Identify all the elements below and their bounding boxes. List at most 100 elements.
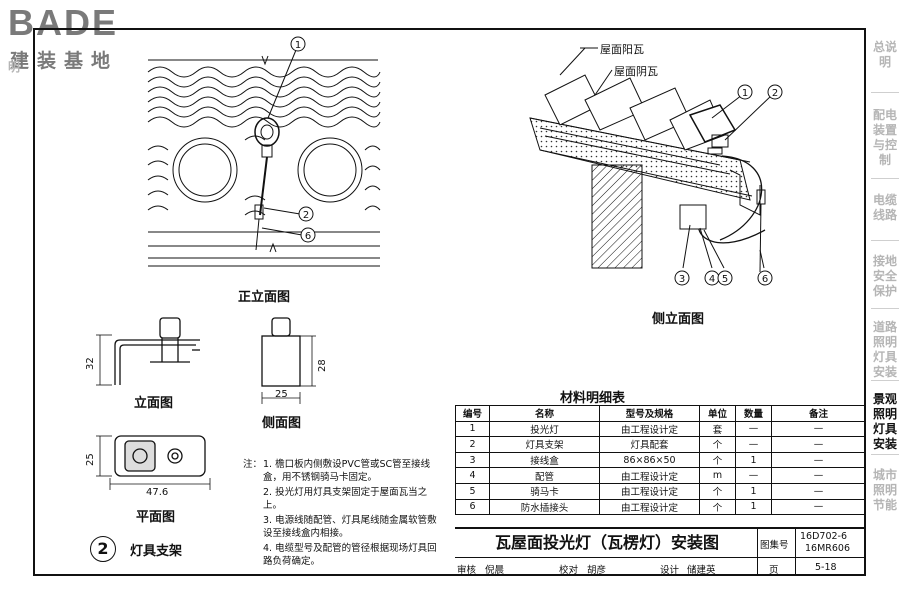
bracket-plan-title: 平面图 bbox=[136, 510, 176, 525]
marker-6-side-text: 6 bbox=[762, 274, 768, 285]
marker-2-side bbox=[767, 84, 783, 100]
marker-3-side-text: 3 bbox=[679, 274, 685, 285]
table-cell: 由工程设计定 bbox=[599, 482, 700, 500]
table-cell: 由工程设计定 bbox=[599, 498, 700, 516]
table-row: 2 灯具支架 灯具配套 个 — — bbox=[455, 436, 866, 453]
marker-5-side-text: 5 bbox=[722, 274, 728, 285]
col-header: 型号及规格 bbox=[599, 405, 700, 422]
table-cell: 1 bbox=[735, 451, 772, 469]
dimension-32: 32 bbox=[85, 357, 96, 370]
sidebar-item-cable[interactable]: 电缆线路 bbox=[872, 193, 897, 222]
marker-2-front bbox=[298, 206, 314, 222]
drawing-title: 瓦屋面投光灯（瓦楞灯）安装图 bbox=[494, 533, 719, 552]
check-label: 校对 bbox=[559, 565, 579, 576]
table-cell: — bbox=[771, 467, 866, 484]
marker-4-side-text: 4 bbox=[709, 274, 715, 285]
table-cell: 个 bbox=[699, 451, 736, 469]
reviewer: 倪晨 bbox=[485, 565, 505, 576]
front-markers bbox=[290, 36, 316, 243]
table-cell: 接线盒 bbox=[489, 451, 600, 469]
side-markers bbox=[674, 84, 783, 286]
sidebar-item-distribution[interactable]: 配电装置与控制 bbox=[872, 108, 897, 167]
sidebar-item-energy-saving[interactable]: 城市照明节能 bbox=[872, 468, 897, 512]
table-cell: 套 bbox=[699, 420, 736, 438]
page-label: 页 bbox=[769, 565, 779, 576]
bracket-side-title: 侧面图 bbox=[262, 416, 302, 431]
chapter-sidebar: 总说明 配电装置与控制 电缆线路 接地安全保护 道路照明灯具安装 景观照明灯具安… bbox=[867, 28, 900, 576]
left-sidebar-fragment: 明 bbox=[7, 60, 20, 74]
table-cell: 灯具配套 bbox=[599, 436, 700, 453]
table-cell: 灯具支架 bbox=[489, 436, 600, 453]
drawing-frame bbox=[33, 28, 866, 576]
bracket-elevation-drawing bbox=[96, 317, 200, 386]
atlas-label: 图集号 bbox=[760, 540, 789, 551]
table-header-row: 编号 名称 型号及规格 单位 数量 备注 bbox=[455, 405, 866, 422]
note-2: 2. 投光灯用灯具支架固定于屋面瓦当之上。 bbox=[263, 487, 428, 511]
marker-1-side-text: 1 bbox=[742, 88, 748, 99]
dimension-28: 28 bbox=[317, 359, 328, 372]
table-cell: 1 bbox=[735, 482, 772, 500]
table-cell: — bbox=[735, 436, 772, 453]
marker-6-side bbox=[757, 270, 773, 286]
designer: 储建英 bbox=[687, 565, 716, 576]
table-cell: — bbox=[735, 467, 772, 484]
side-elevation-drawing bbox=[529, 47, 773, 273]
front-elevation-drawing bbox=[147, 49, 381, 267]
bracket-side-drawing bbox=[261, 317, 316, 404]
checker: 胡彦 bbox=[587, 565, 607, 576]
table-row: 6 防水插接头 由工程设计定 个 1 — bbox=[455, 498, 866, 516]
sidebar-item-grounding[interactable]: 接地安全保护 bbox=[872, 254, 897, 298]
logo-subtitle: 建装基地 bbox=[10, 50, 119, 72]
table-cell: 4 bbox=[455, 467, 490, 484]
marker-2-side-text: 2 bbox=[772, 88, 778, 99]
material-table: 编号 名称 型号及规格 单位 数量 备注 1 投光灯 由工程设计定 套 — — … bbox=[455, 405, 866, 516]
table-cell: — bbox=[735, 420, 772, 438]
table-cell: 个 bbox=[699, 482, 736, 500]
note-4: 4. 电缆型号及配管的管径根据现场灯具回路负荷确定。 bbox=[263, 543, 437, 567]
table-cell: 骑马卡 bbox=[489, 482, 600, 500]
table-cell: 3 bbox=[455, 451, 490, 469]
page-number: 5-18 bbox=[815, 562, 837, 573]
col-header: 数量 bbox=[735, 405, 772, 422]
marker-3-side bbox=[674, 270, 690, 286]
bracket-elevation-title: 立面图 bbox=[134, 396, 174, 411]
table-cell: 5 bbox=[455, 482, 490, 500]
side-elevation-title: 侧立面图 bbox=[652, 312, 705, 327]
note-3: 3. 电源线随配管、灯具尾线随金属软管敷设至接线盒内相接。 bbox=[263, 515, 437, 539]
dimension-25-side: 25 bbox=[275, 389, 288, 400]
table-cell: — bbox=[771, 482, 866, 500]
marker-5-side bbox=[717, 270, 733, 286]
table-cell: 投光灯 bbox=[489, 420, 600, 438]
col-header: 备注 bbox=[771, 405, 866, 422]
table-cell: m bbox=[699, 467, 736, 484]
sidebar-item-landscape-lighting[interactable]: 景观照明灯具安装 bbox=[872, 392, 897, 451]
roof-bottom-tile-label: 屋面阴瓦 bbox=[614, 65, 658, 78]
table-row: 1 投光灯 由工程设计定 套 — — bbox=[455, 420, 866, 438]
detail-label: 灯具支架 bbox=[130, 544, 183, 559]
marker-6-front bbox=[300, 227, 316, 243]
atlas-number-1: 16D702-6 bbox=[800, 531, 848, 542]
table-cell: 1 bbox=[455, 420, 490, 438]
table-cell: — bbox=[771, 451, 866, 469]
notes-title: 注： bbox=[243, 459, 263, 470]
marker-6-front-text: 6 bbox=[305, 231, 311, 242]
marker-1-side bbox=[737, 84, 753, 100]
table-row: 3 接线盒 86×86×50 个 1 — bbox=[455, 451, 866, 469]
table-cell: 配管 bbox=[489, 467, 600, 484]
title-block: 瓦屋面投光灯（瓦楞灯）安装图 图集号 16D702-6 16MR606 审核 倪… bbox=[455, 527, 866, 576]
sidebar-item-road-lighting[interactable]: 道路照明灯具安装 bbox=[872, 320, 897, 379]
sidebar-item-general[interactable]: 总说明 bbox=[872, 40, 897, 69]
dimension-25-plan: 25 bbox=[85, 453, 96, 466]
atlas-number-2: 16MR606 bbox=[805, 543, 851, 554]
design-label: 设计 bbox=[660, 565, 680, 576]
table-cell: — bbox=[771, 420, 866, 438]
table-cell: 1 bbox=[735, 498, 772, 516]
table-cell: 6 bbox=[455, 498, 490, 516]
col-header: 单位 bbox=[699, 405, 736, 422]
review-label: 审核 bbox=[457, 565, 477, 576]
table-cell: 个 bbox=[699, 436, 736, 453]
col-header: 编号 bbox=[455, 405, 490, 422]
dimension-47-6: 47.6 bbox=[146, 487, 169, 498]
table-cell: 86×86×50 bbox=[599, 451, 700, 469]
